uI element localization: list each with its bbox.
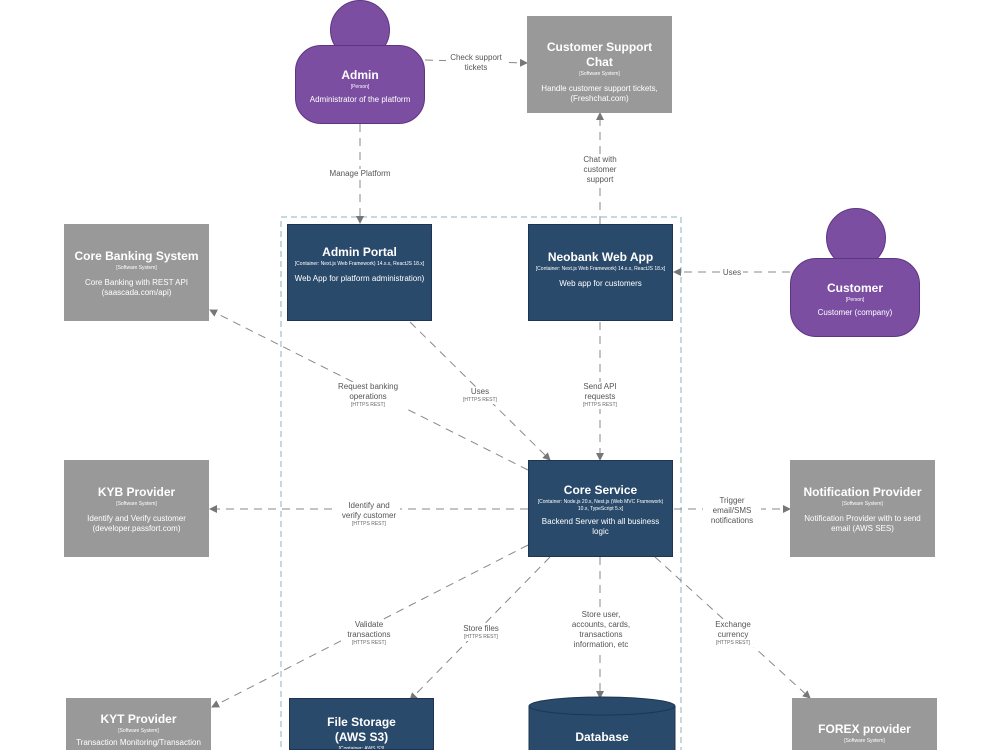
label-identify-verify: Identify and verify customer[HTTPS REST] (338, 501, 400, 528)
admin-title: Admin (341, 68, 379, 82)
admin-portal-type: [Container: Next.js Web Framework) 14.x.… (294, 261, 425, 267)
kyt-title: KYT Provider (100, 712, 177, 726)
forex-title: FOREX provider (818, 722, 911, 736)
label-store-user: Store user, accounts, cards, transaction… (567, 610, 635, 650)
notification-type: [Software System] (842, 501, 883, 507)
admin-desc: Administrator of the platform (309, 95, 411, 104)
edge-request-banking (209, 309, 529, 471)
web-app-title: Neobank Web App (547, 250, 654, 264)
core-banking-node[interactable]: Core Banking System [Software System] Co… (64, 224, 209, 321)
label-manage-platform: Manage Platform (327, 169, 393, 179)
support-chat-node[interactable]: Customer Support Chat [Software System] … (527, 16, 672, 113)
notification-title: Notification Provider (803, 485, 922, 499)
core-service-desc: Backend Server with all business logic (541, 517, 660, 536)
label-exchange: Exchange currency[HTTPS REST] (708, 620, 758, 647)
admin-portal-title: Admin Portal (322, 245, 397, 259)
label-trigger: Trigger email/SMS notifications (703, 496, 761, 526)
label-request-banking: Request banking operations[HTTPS REST] (333, 382, 403, 409)
web-app-node[interactable]: Neobank Web App [Container: Next.js Web … (528, 224, 673, 321)
core-service-node[interactable]: Core Service [Container: Node.js 20.x, N… (528, 460, 673, 557)
core-banking-desc: Core Banking with REST API (saascada.com… (84, 278, 188, 297)
notification-desc: Notification Provider with to send email… (804, 514, 921, 533)
file-storage-type: [Container: AWS S3] (338, 746, 385, 750)
database-title: Database (575, 730, 629, 744)
admin-person[interactable]: Admin [Person] Administrator of the plat… (295, 45, 425, 124)
admin-portal-desc: Web App for platform administration) (294, 274, 425, 283)
support-chat-desc: Handle customer support tickets, (Freshc… (541, 84, 658, 103)
kyt-type: [Software System] (118, 728, 159, 734)
kyb-title: KYB Provider (97, 485, 176, 499)
file-storage-node[interactable]: File Storage (AWS S3) [Container: AWS S3… (289, 698, 434, 750)
core-service-type: [Container: Node.js 20.x, Nest.js (Web M… (537, 499, 664, 512)
support-chat-title: Customer Support Chat (546, 40, 653, 69)
kyt-node[interactable]: KYT Provider [Software System] Transacti… (66, 698, 211, 750)
edge-check-support (424, 58, 528, 67)
web-app-type: [Container: Next.js Web Framework) 14.x.… (535, 266, 666, 272)
admin-portal-node[interactable]: Admin Portal [Container: Next.js Web Fra… (287, 224, 432, 321)
notification-node[interactable]: Notification Provider [Software System] … (790, 460, 935, 557)
forex-node[interactable]: FOREX provider [Software System] (792, 698, 937, 750)
customer-type: [Person] (845, 297, 865, 303)
edge-validate (211, 544, 529, 708)
file-storage-title: File Storage (AWS S3) (327, 715, 396, 744)
kyb-type: [Software System] (116, 501, 157, 507)
kyb-desc: Identify and Verify customer (developer.… (87, 514, 186, 533)
label-chat-support: Chat with customer support (575, 155, 625, 185)
label-store-files: Store files[HTTPS REST] (461, 624, 501, 641)
label-uses-customer: Uses (720, 268, 744, 278)
forex-type: [Software System] (844, 738, 885, 744)
kyb-node[interactable]: KYB Provider [Software System] Identify … (64, 460, 209, 557)
customer-title: Customer (826, 281, 883, 295)
kyt-desc: Transaction Monitoring/Transaction (76, 738, 201, 747)
core-banking-title: Core Banking System (74, 249, 199, 263)
web-app-desc: Web app for customers (559, 279, 642, 288)
core-service-title: Core Service (563, 483, 638, 497)
core-banking-type: [Software System] (116, 265, 157, 271)
customer-desc: Customer (company) (817, 308, 893, 317)
label-validate: Validate transactions[HTTPS REST] (341, 620, 397, 647)
database-cylinder[interactable] (528, 696, 676, 750)
system-boundary (280, 216, 682, 750)
label-check-support: Check support tickets (446, 53, 506, 73)
label-send-api: Send API requests[HTTPS REST] (576, 382, 624, 409)
admin-type: [Person] (350, 84, 370, 90)
customer-person[interactable]: Customer [Person] Customer (company) (790, 258, 920, 337)
label-uses-admin: Uses[HTTPS REST] (461, 387, 499, 404)
support-chat-type: [Software System] (579, 71, 620, 77)
